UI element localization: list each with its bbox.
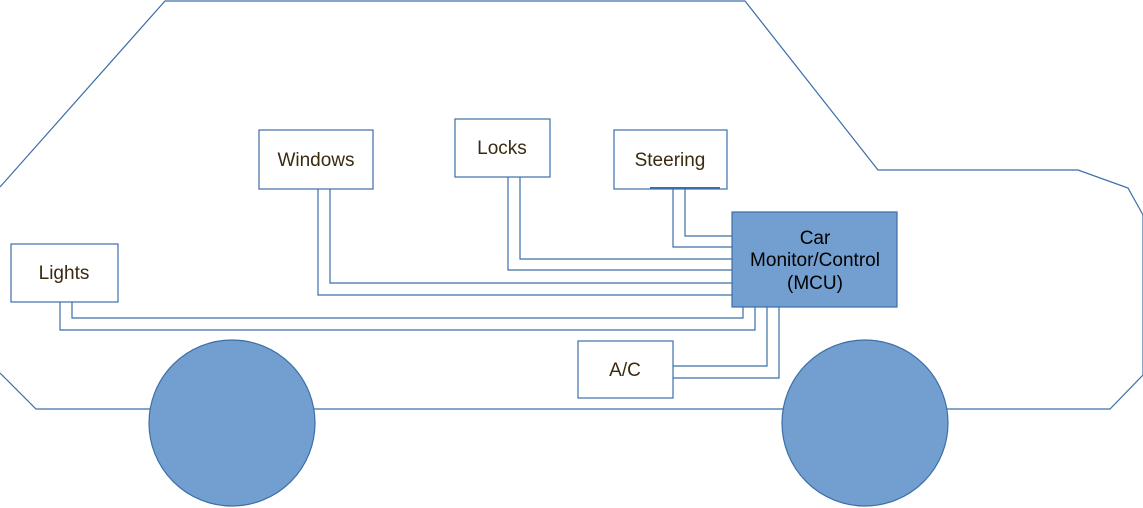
wire-locks-inner: [519, 177, 732, 260]
wire-steering-outer: [672, 189, 732, 248]
box-steering: Steering: [613, 129, 728, 190]
label-windows: Windows: [277, 150, 354, 171]
box-mcu-rect: [731, 211, 898, 308]
wire-windows-outer: [317, 189, 732, 296]
wires: [59, 177, 780, 379]
box-mcu: Car Monitor/Control (MCU): [731, 211, 898, 308]
wire-steering-inner: [684, 189, 732, 237]
label-lights: Lights: [39, 263, 90, 284]
wire-ac-outer: [673, 307, 780, 379]
label-mcu-line-3: (MCU): [787, 273, 843, 294]
box-lights-rect: [10, 243, 119, 303]
label-locks: Locks: [477, 138, 527, 159]
box-windows-rect: [258, 129, 374, 190]
rear-wheel: [148, 339, 316, 507]
box-locks-rect: [454, 118, 551, 178]
box-lights: Lights: [10, 243, 119, 303]
label-mcu-line-2: Monitor/Control: [750, 250, 880, 271]
box-windows: Windows: [258, 129, 374, 190]
wire-lights-outer: [59, 302, 756, 331]
label-mcu-line-1: Car: [800, 228, 831, 249]
front-wheel: [781, 339, 949, 507]
label-steering: Steering: [635, 150, 706, 171]
wire-ac-inner: [673, 307, 768, 367]
box-ac-rect: [577, 340, 674, 399]
label-ac: A/C: [609, 360, 641, 381]
car-body-outline: [0, 0, 1143, 410]
wire-lights-inner: [71, 302, 744, 319]
wire-locks-outer: [507, 177, 732, 271]
box-ac: A/C: [577, 340, 674, 399]
box-locks: Locks: [454, 118, 551, 178]
wire-windows-inner: [329, 189, 732, 284]
